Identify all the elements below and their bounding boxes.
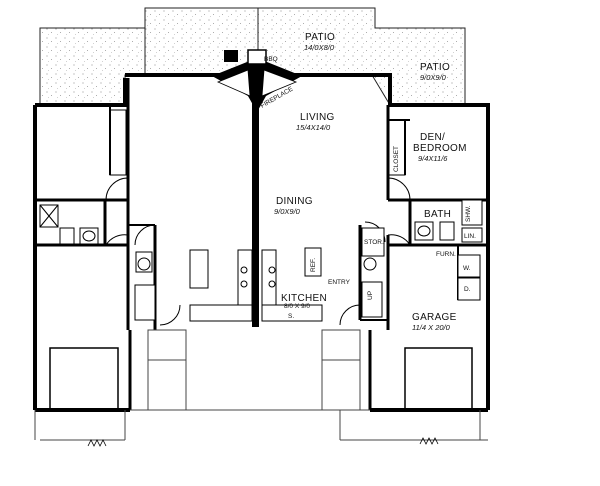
closets [109,109,406,176]
den-label: DEN/ [420,132,445,143]
closet-label: CLOSET [393,146,400,172]
exterior-walls [33,73,490,412]
entry-label: ENTRY [328,279,351,286]
garage-doors [49,347,473,411]
patio-right-dim: 9/0X9/0 [420,73,447,82]
living-label: LIVING [300,112,335,123]
dining-label: DINING [276,196,313,207]
lin-label: LIN. [464,233,476,240]
kitchen-counters [189,247,323,322]
sink-label: S. [288,313,294,320]
dryer-label: D. [464,286,471,293]
fireplace [212,49,302,112]
patio-areas [39,7,466,106]
shw-label: SHW. [465,205,472,222]
garage-dim: 11/4 X 20/0 [412,323,451,332]
room-labels: PATIO 14/0X8/0 PATIO 9/0X9/0 LIVING 15/4… [274,32,467,332]
utility-fixtures [134,227,481,321]
landscape-marks [87,437,439,447]
kitchen-label: KITCHEN [281,293,327,304]
bbq-label: BBQ [264,56,278,63]
den-label-2: BEDROOM [413,143,467,154]
kitchen-dim: 8/0 X 9/0 [284,303,310,310]
living-dim: 15/4X14/0 [296,123,331,132]
stor-label: STOR. [364,239,384,246]
bath-fixtures [39,199,483,245]
patio-right-label: PATIO [420,62,450,73]
front-walks [34,329,488,441]
dining-dim: 9/0X9/0 [274,207,301,216]
furn-label: FURN. [436,251,456,258]
bath-label: BATH [424,209,451,220]
garage-label: GARAGE [412,312,457,323]
den-dim: 9/4X11/6 [418,154,448,163]
ref-label: REF. [310,258,317,272]
up-label: UP [367,291,374,300]
washer-label: W. [463,265,471,272]
patio-center-dim: 14/0X8/0 [304,43,335,52]
party-wall [252,95,259,327]
patio-center-label: PATIO [305,32,335,43]
